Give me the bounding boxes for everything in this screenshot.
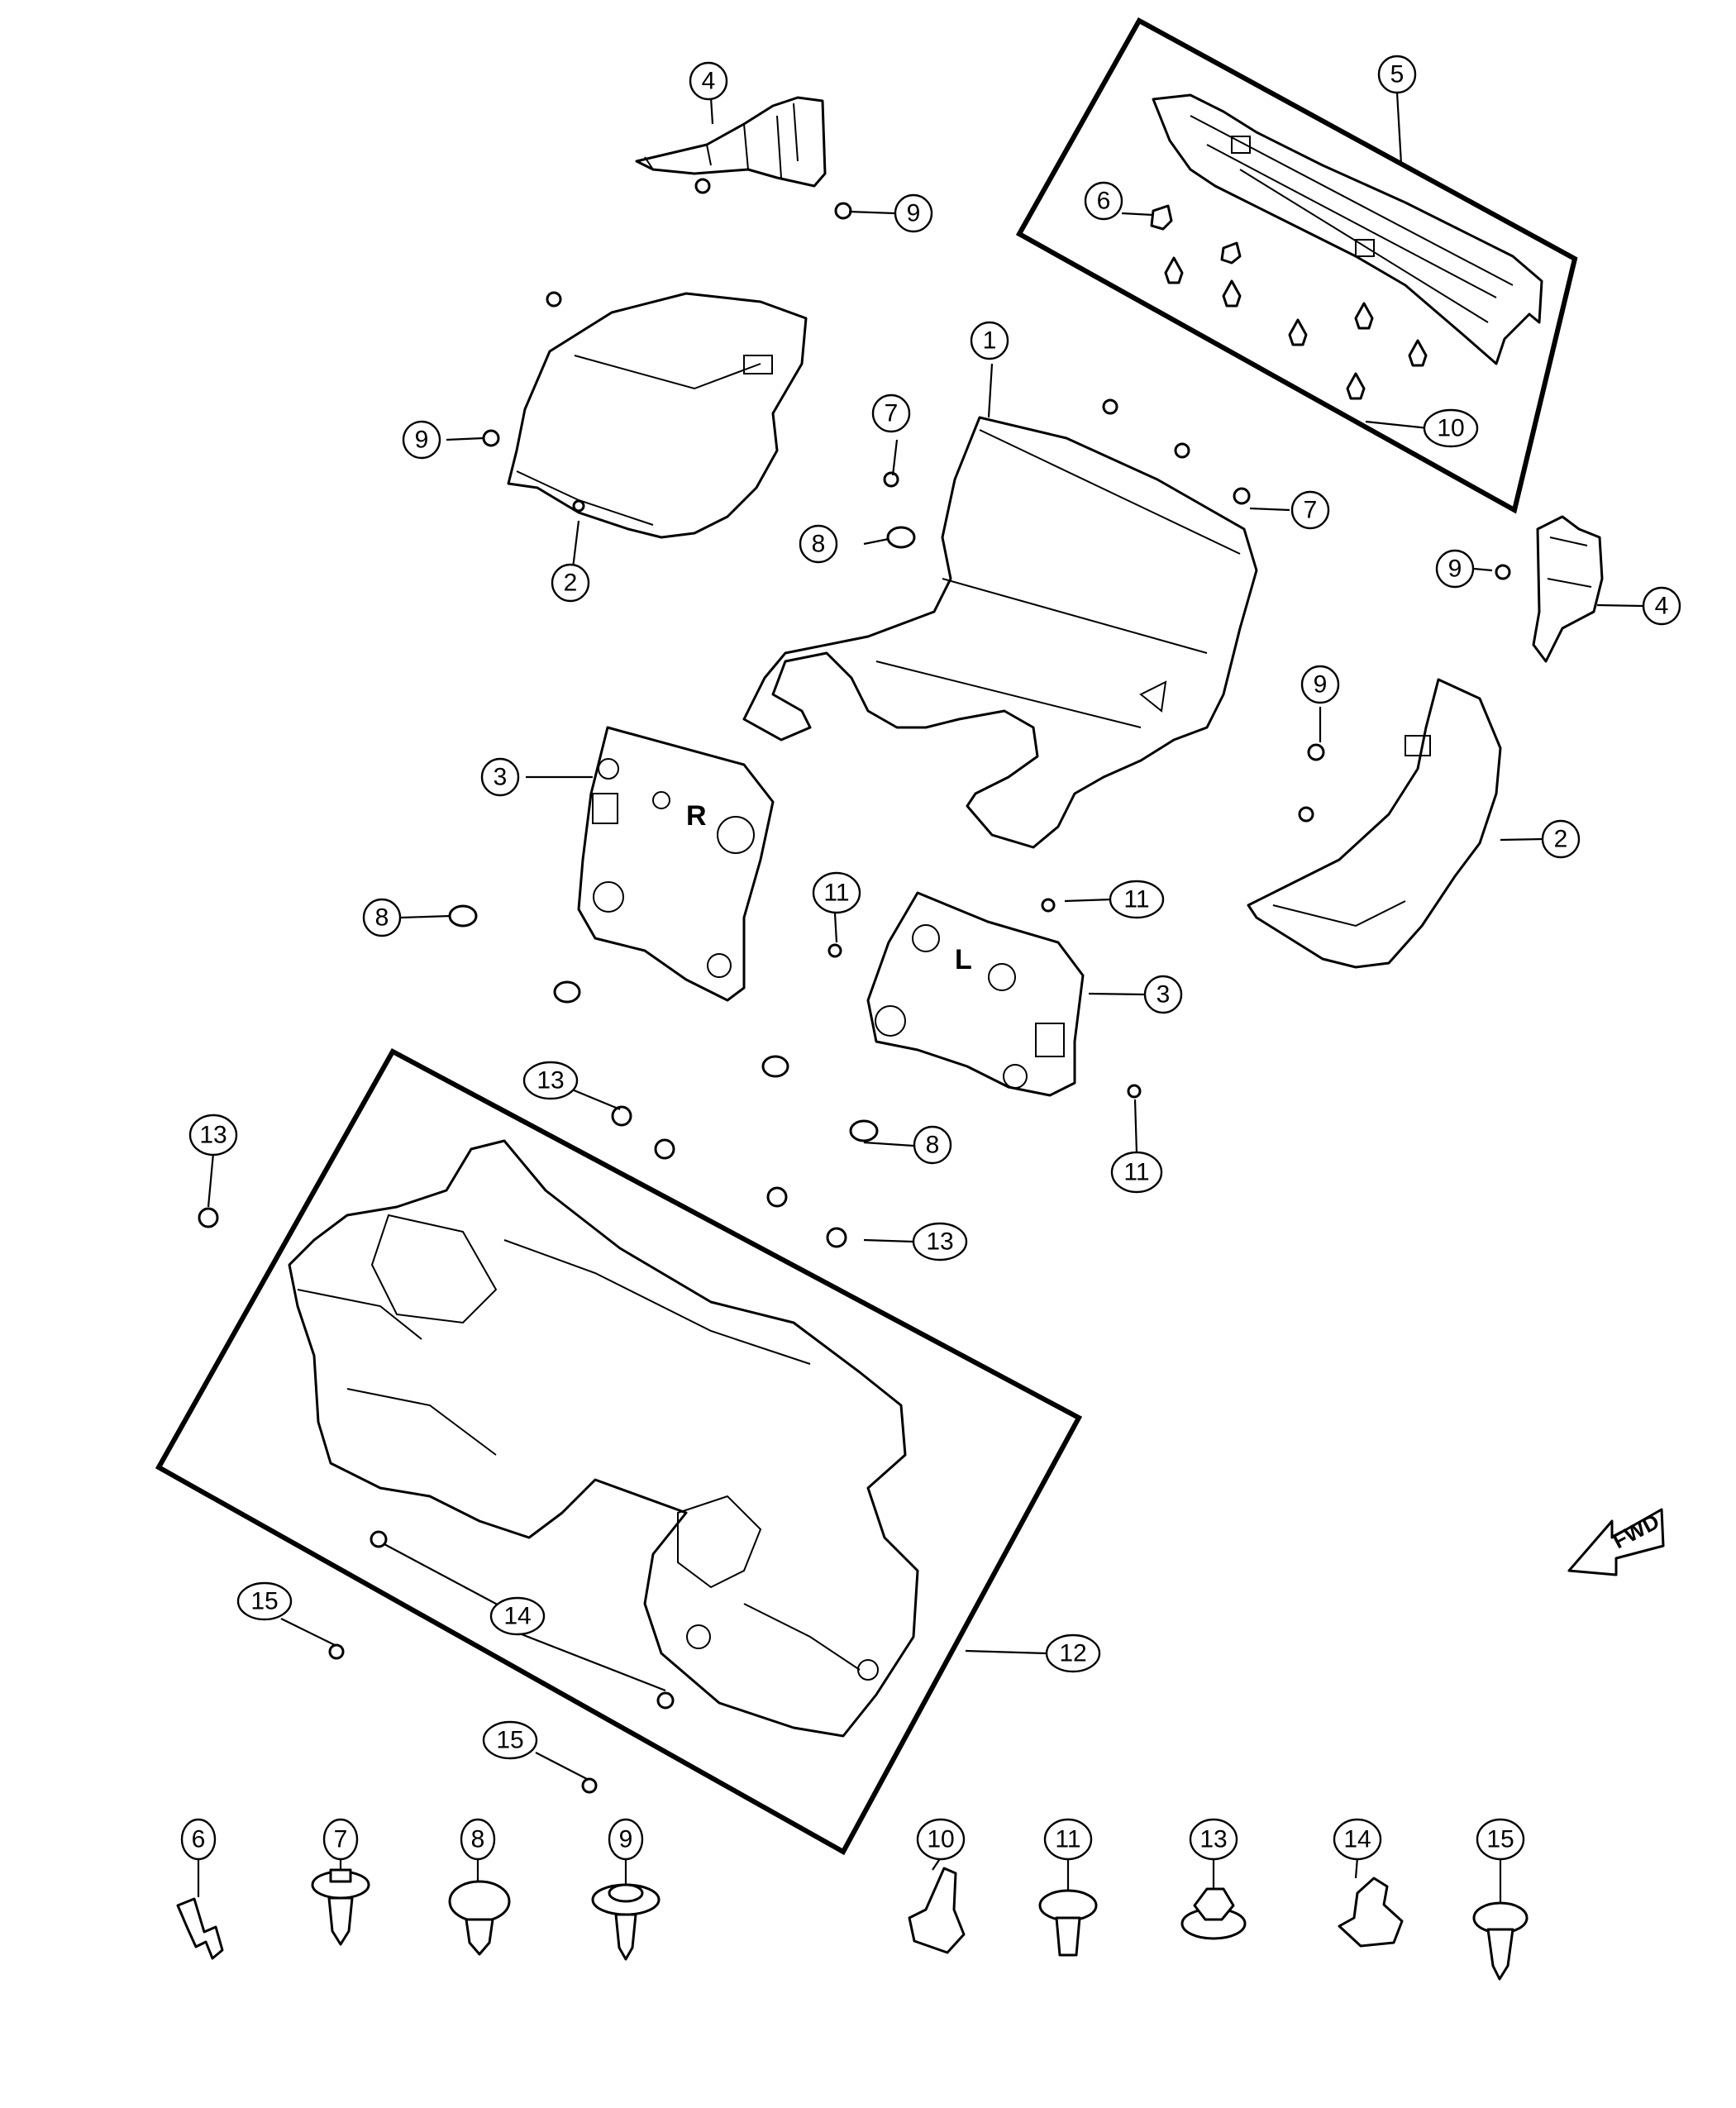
- svg-text:15: 15: [250, 1588, 278, 1615]
- callout-9-middle: 9: [1300, 665, 1340, 704]
- callout-9-upper: 9: [894, 193, 933, 233]
- side-bracket-right-part: [1532, 515, 1604, 663]
- svg-text:12: 12: [1059, 1640, 1086, 1667]
- insulator-right-part: R: [577, 726, 775, 1002]
- right-insulator-mark: R: [686, 800, 707, 832]
- insulator-left-part: L: [866, 891, 1085, 1097]
- callout-15-left: 15: [236, 1581, 293, 1621]
- svg-text:9: 9: [1448, 556, 1462, 583]
- legend-11: 11: [1043, 1818, 1093, 1861]
- legend-9: 9: [608, 1818, 644, 1861]
- callout-11-right: 11: [1109, 880, 1165, 919]
- svg-text:4: 4: [1655, 593, 1669, 620]
- forward-direction-arrow: FWD: [1567, 1508, 1665, 1576]
- callout-3-left-insulator: 3: [1143, 975, 1183, 1014]
- callout-13-right: 13: [912, 1222, 968, 1261]
- svg-text:7: 7: [1304, 497, 1318, 524]
- callout-8-left: 8: [362, 898, 402, 937]
- svg-text:15: 15: [496, 1727, 523, 1754]
- callout-13-upper: 13: [522, 1061, 579, 1100]
- wheelhouse-silencer-left-part: [507, 292, 808, 539]
- callout-4-right: 4: [1642, 586, 1681, 626]
- leader-lines: [197, 92, 1643, 1903]
- svg-text:8: 8: [375, 904, 389, 932]
- callout-13-left: 13: [188, 1114, 238, 1157]
- svg-text:15: 15: [1486, 1826, 1514, 1853]
- svg-text:11: 11: [1055, 1826, 1080, 1853]
- callout-9-right: 9: [1435, 549, 1475, 589]
- svg-text:3: 3: [494, 764, 508, 791]
- svg-text:9: 9: [415, 427, 429, 454]
- svg-text:8: 8: [471, 1826, 485, 1853]
- dash-silencer-inner-part: [742, 416, 1258, 849]
- callout-10: 10: [1423, 408, 1479, 448]
- loose-fastener-group: [198, 178, 1511, 1794]
- legend-7: 7: [322, 1818, 359, 1861]
- callout-8-lower: 8: [913, 1125, 952, 1165]
- dash-silencer-group-box: [155, 1047, 1083, 1856]
- svg-text:8: 8: [926, 1132, 940, 1159]
- callout-4-upper: 4: [689, 61, 728, 101]
- legend-13: 13: [1189, 1818, 1238, 1861]
- callout-3-right-insulator: 3: [480, 757, 520, 797]
- svg-text:7: 7: [334, 1826, 348, 1853]
- callout-7-right: 7: [1290, 490, 1330, 530]
- callout-12: 12: [1045, 1633, 1101, 1673]
- svg-text:13: 13: [1199, 1826, 1227, 1853]
- svg-text:14: 14: [503, 1603, 531, 1630]
- svg-text:5: 5: [1390, 61, 1405, 88]
- callout-1: 1: [970, 321, 1009, 360]
- svg-text:4: 4: [702, 68, 716, 95]
- svg-text:11: 11: [1123, 1159, 1149, 1186]
- callout-6: 6: [1084, 181, 1123, 221]
- callout-14: 14: [489, 1596, 546, 1636]
- legend-15: 15: [1476, 1818, 1525, 1861]
- svg-text:8: 8: [812, 531, 826, 558]
- svg-text:13: 13: [926, 1228, 953, 1256]
- svg-text:6: 6: [192, 1826, 206, 1853]
- svg-text:9: 9: [907, 200, 921, 227]
- svg-text:6: 6: [1097, 188, 1111, 215]
- svg-text:14: 14: [1343, 1826, 1371, 1853]
- legend-fastener-drawings: [176, 1867, 1529, 1981]
- svg-text:3: 3: [1157, 981, 1171, 1009]
- svg-text:11: 11: [823, 880, 849, 907]
- svg-text:2: 2: [1554, 826, 1568, 853]
- svg-text:9: 9: [619, 1826, 633, 1853]
- callout-15-lower: 15: [482, 1720, 538, 1760]
- callout-7-left: 7: [871, 393, 911, 433]
- legend-14: 14: [1333, 1818, 1382, 1861]
- svg-text:13: 13: [199, 1122, 227, 1149]
- callout-2-left: 2: [551, 563, 590, 603]
- legend-8: 8: [460, 1818, 496, 1861]
- left-insulator-mark: L: [955, 944, 972, 975]
- upper-bracket-part: [635, 96, 827, 188]
- rail-clip-group: [1150, 204, 1428, 400]
- svg-text:10: 10: [1437, 415, 1464, 442]
- svg-text:1: 1: [983, 327, 997, 355]
- callout-9-left: 9: [402, 420, 441, 460]
- callout-11-lower: 11: [1110, 1151, 1163, 1194]
- svg-text:10: 10: [927, 1826, 954, 1853]
- wheelhouse-silencer-right-part: [1247, 678, 1502, 969]
- svg-text:9: 9: [1314, 671, 1328, 699]
- svg-text:7: 7: [885, 400, 899, 427]
- rail-group-box: [1015, 17, 1578, 514]
- callout-8-upper: 8: [799, 524, 838, 564]
- callout-2-right: 2: [1541, 819, 1581, 859]
- svg-text:13: 13: [537, 1067, 564, 1095]
- svg-text:2: 2: [564, 570, 578, 597]
- legend-6: 6: [180, 1818, 217, 1861]
- callout-11-left: 11: [812, 871, 861, 914]
- callout-5: 5: [1377, 55, 1417, 94]
- legend-10: 10: [916, 1818, 966, 1861]
- svg-text:11: 11: [1123, 886, 1149, 913]
- dash-silencer-outer-part: [288, 1139, 919, 1738]
- cowl-rail-part: [1152, 93, 1543, 365]
